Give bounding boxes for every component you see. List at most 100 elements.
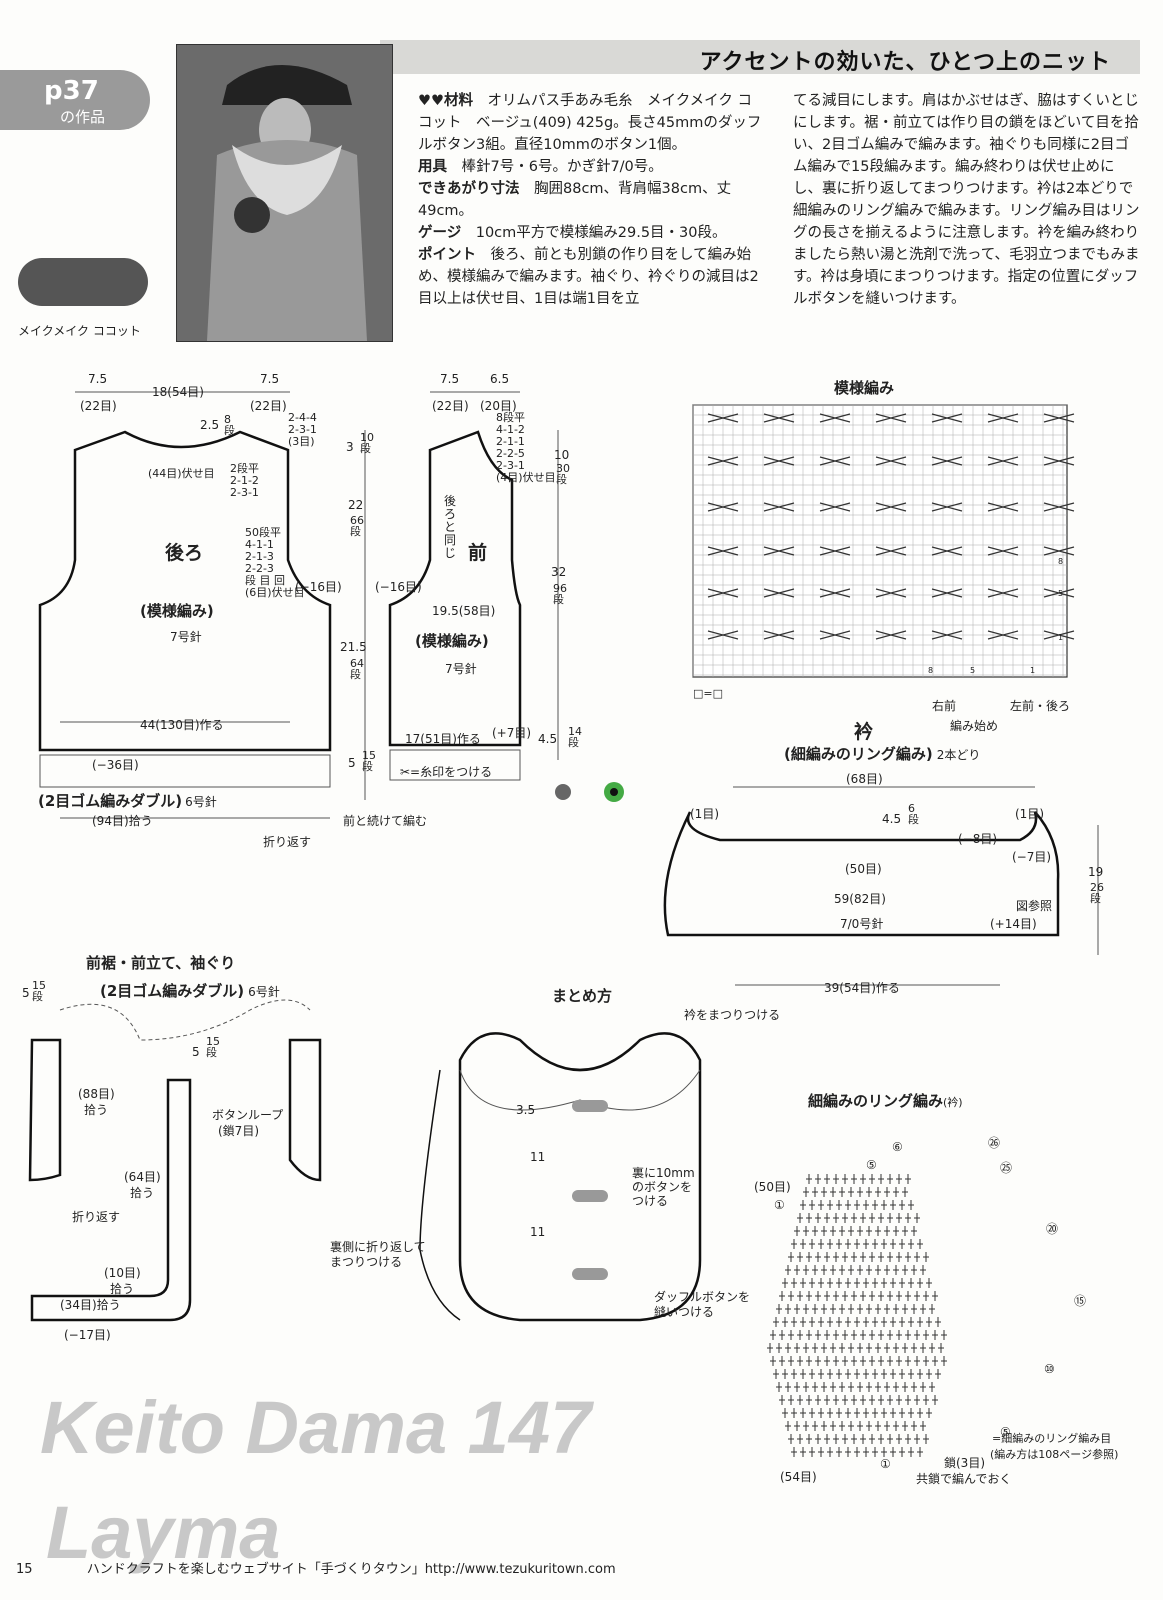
collar-minus8: (−8目) xyxy=(958,832,998,846)
instructions-text: てる減目にします。肩はかぶせはぎ、脇はすくいとじにします。裾・前立ては作り目の鎖… xyxy=(793,93,1140,307)
finish-duffle: ダッフルボタンを縫いつける xyxy=(654,1290,751,1319)
cat-doodle xyxy=(555,782,624,802)
back-neck-dim: 2.5 xyxy=(200,418,220,432)
pattern-legend: □=□ xyxy=(693,687,724,700)
page-badge: p37 の作品 xyxy=(0,70,150,130)
v-top: 3 xyxy=(346,440,354,454)
col-mark-5: 5 xyxy=(970,666,976,675)
edging-subtitle: (2目ゴム編みダブル)6号針 xyxy=(100,982,280,1000)
front-v1: 10 xyxy=(554,448,570,462)
row-mark-8: 8 xyxy=(1058,557,1064,566)
back-needle: 7号針 xyxy=(170,630,202,644)
photo-shapes xyxy=(207,65,367,341)
materials-text: ♥♥材料 オリムパス手あみ毛糸 メイクメイク ココット ベージュ(409) 42… xyxy=(418,90,766,310)
finish-d35: 3.5 xyxy=(516,1103,536,1117)
v-rib: 5 xyxy=(348,756,356,770)
finish-vest xyxy=(458,1032,702,1322)
collar-dec-rows: 6段 xyxy=(908,802,919,826)
finish-fold: 裏側に折り返してまつりつける xyxy=(330,1240,426,1269)
front-marker-note: ✂=糸印をつける xyxy=(400,765,493,779)
ring-row-1b: ① xyxy=(880,1457,891,1471)
collar-dec: 4.5 xyxy=(882,812,902,826)
back-neck-rows: 8段 xyxy=(224,413,235,437)
edging-d5: 5 xyxy=(22,986,30,1000)
front-dim-left: 7.5 xyxy=(440,372,460,386)
pattern-chart-title: 模様編み xyxy=(834,379,895,397)
toggle-button-3 xyxy=(572,1268,608,1280)
edging-pick-64: 拾う xyxy=(130,1186,155,1200)
toggle-button-1 xyxy=(572,1100,608,1112)
edging-p10: (10目) xyxy=(104,1266,141,1280)
front-plus7: (+7目) xyxy=(492,726,532,740)
edging-fold: 折り返す xyxy=(72,1210,121,1224)
front-side-dec: (−16目) xyxy=(375,580,422,594)
back-outline xyxy=(38,430,332,752)
v-rib-rows: 15段 xyxy=(362,749,376,773)
edging-right xyxy=(288,1038,322,1182)
front-v1-rows: 30段 xyxy=(556,462,570,486)
toggle-button-2 xyxy=(572,1190,608,1202)
back-fold: 折り返す xyxy=(263,835,312,849)
yarn-sample xyxy=(18,258,148,306)
ring-start-sub: 共鎖で編んでおく xyxy=(916,1472,1012,1486)
edging-p88: (88目) xyxy=(78,1087,115,1101)
front-cast-on: 17(51目)作る xyxy=(405,732,481,746)
footer: 15 ハンドクラフトを楽しむウェブサイト「手づくりタウン」http://www.… xyxy=(16,1558,616,1577)
collar-top-count: (68目) xyxy=(846,772,883,786)
collar-minus7: (−7目) xyxy=(1012,850,1052,864)
collar-title: 衿 xyxy=(854,721,874,743)
row-mark-1: 1 xyxy=(1058,633,1064,642)
row-mark-5: 5 xyxy=(1058,589,1064,598)
v-low: 21.5 xyxy=(340,640,367,654)
ring-row-5b: ⑤ xyxy=(1000,1425,1011,1439)
materials-line: ♥♥材料 オリムパス手あみ毛糸 メイクメイク ココット ベージュ(409) 42… xyxy=(418,93,762,153)
ring-row-5: ⑤ xyxy=(866,1158,877,1172)
yarn-caption: メイクメイク ココット xyxy=(18,324,141,338)
button-loop: ボタンループ xyxy=(212,1108,284,1122)
edging-d15: 15段 xyxy=(32,979,46,1003)
front-dim-right: 6.5 xyxy=(490,372,510,386)
v-top-rows: 10段 xyxy=(360,431,374,455)
col-mark-8: 8 xyxy=(928,666,934,675)
front-width: 19.5(58目) xyxy=(432,604,496,618)
front-title: 前 xyxy=(468,542,488,564)
front-pattern: (模様編み) xyxy=(415,632,489,650)
finish-title: まとめ方 xyxy=(552,987,613,1005)
v-mid-rows: 66段 xyxy=(350,514,364,538)
v-mid: 22 xyxy=(348,498,364,512)
ring-row-1: ① xyxy=(774,1198,785,1212)
front-sub-right: (20目) xyxy=(480,399,517,413)
collar-height-rows: 26段 xyxy=(1090,881,1104,905)
button-loop-sub: (鎖7目) xyxy=(218,1124,259,1138)
collar-height: 19 xyxy=(1088,865,1104,879)
edging-left xyxy=(28,1038,62,1182)
ring-row-10: ⑩ xyxy=(1044,1362,1055,1376)
pattern-left-back: 左前・後ろ xyxy=(1010,699,1071,713)
back-title: 後ろ xyxy=(165,542,204,564)
edging-d15b: 15段 xyxy=(206,1035,220,1059)
col-mark-1: 1 xyxy=(1030,666,1036,675)
watermark-line2: Layma xyxy=(46,1491,281,1574)
v-low-rows: 64段 xyxy=(350,657,364,681)
edging-pick-88: 拾う xyxy=(84,1103,109,1117)
collar-ref: 図参照 xyxy=(1016,899,1053,913)
back-rib-label: (2目ゴム編みダブル)6号針 xyxy=(38,792,217,810)
collar-50: (50目) xyxy=(845,862,882,876)
ring-start: 鎖(3目) xyxy=(944,1456,985,1470)
edging-m17: (−17目) xyxy=(64,1328,111,1342)
back-dim-left: 7.5 xyxy=(88,372,108,386)
back-dim-center: 18(54目) xyxy=(152,385,204,399)
front-v3: 4.5 xyxy=(538,732,558,746)
edging-p34: (34目)拾う xyxy=(60,1298,121,1312)
back-pick-up: (94目)拾う xyxy=(92,814,153,828)
header-bar xyxy=(380,40,1140,74)
ring-legend-sub: (編み方は108ページ参照) xyxy=(990,1448,1119,1461)
pattern-start: 編み始め xyxy=(950,719,999,733)
back-pattern: (模様編み) xyxy=(140,602,214,620)
ring-row-15: ⑮ xyxy=(1074,1294,1087,1308)
finish-button-note: 裏に10mmのボタンをつける xyxy=(632,1166,695,1208)
